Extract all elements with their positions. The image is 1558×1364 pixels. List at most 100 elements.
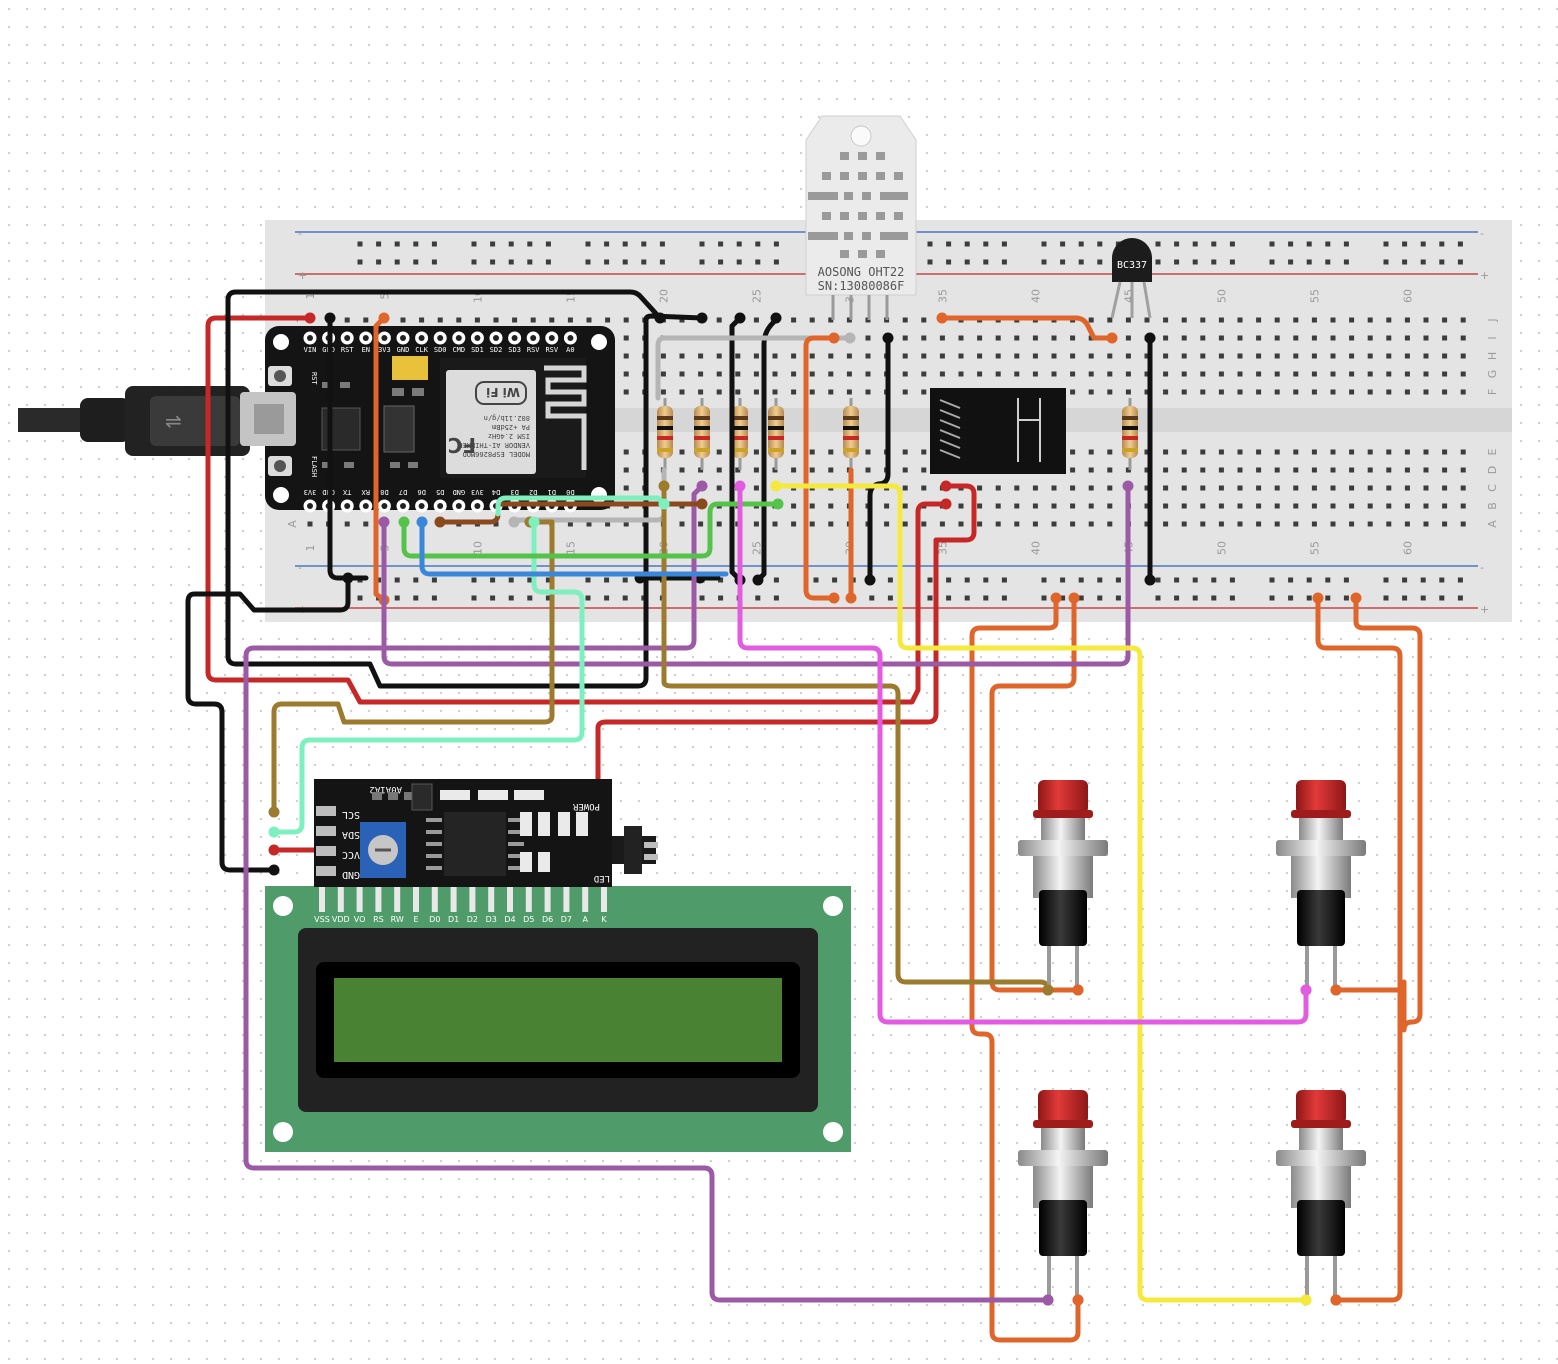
- rail-hole: [413, 241, 419, 247]
- rail-hole: [887, 577, 893, 583]
- wire-endpoint: [658, 480, 670, 492]
- breadboard-hole: [921, 371, 927, 377]
- breadboard-hole: [1404, 389, 1410, 395]
- rail-hole: [1174, 241, 1180, 247]
- breadboard-hole: [921, 353, 927, 359]
- rail-hole: [1155, 595, 1161, 601]
- row-letter: A: [286, 520, 299, 528]
- lcd-pin-label: D0: [429, 915, 440, 924]
- breadboard-hole: [716, 371, 722, 377]
- breadboard-hole: [1144, 389, 1150, 395]
- breadboard-hole: [344, 317, 350, 323]
- breadboard-hole: [828, 467, 834, 473]
- breadboard-hole: [549, 317, 555, 323]
- breadboard-hole: [1274, 467, 1280, 473]
- push-button[interactable]: [1018, 1090, 1108, 1296]
- led-label: LED: [594, 873, 610, 883]
- nodemcu-pin-label: 3V3: [304, 488, 317, 496]
- breadboard-hole: [1014, 503, 1020, 509]
- rail-hole: [527, 577, 533, 583]
- wire-endpoint: [1300, 1294, 1312, 1306]
- breadboard-hole: [1163, 485, 1169, 491]
- breadboard-hole: [939, 335, 945, 341]
- breadboard-hole: [1367, 503, 1373, 509]
- wire-endpoint: [378, 312, 390, 324]
- breadboard-hole: [437, 317, 443, 323]
- resistor: [732, 398, 748, 470]
- breadboard-hole: [1088, 335, 1094, 341]
- push-button[interactable]: [1276, 780, 1366, 986]
- breadboard-hole: [828, 503, 834, 509]
- wire-orange: [803, 335, 837, 601]
- wire-orange: [989, 595, 1081, 993]
- rail-hole: [413, 595, 419, 601]
- wire-mint: [495, 495, 667, 517]
- breadboard-hole: [1088, 317, 1094, 323]
- nodemcu-pin-label: CMD: [452, 346, 465, 354]
- power-label: POWER: [572, 801, 600, 811]
- rail-hole: [1229, 577, 1235, 583]
- breadboard-hole: [1386, 485, 1392, 491]
- rail-hole: [1288, 577, 1294, 583]
- row-letter: H: [1486, 352, 1499, 360]
- breadboard-hole: [902, 371, 908, 377]
- breadboard-hole: [679, 371, 685, 377]
- wire-endpoint: [940, 498, 952, 510]
- breadboard-hole: [1460, 485, 1466, 491]
- rail-hole: [718, 577, 724, 583]
- rail-hole: [1457, 595, 1463, 601]
- breadboard-hole: [1218, 389, 1224, 395]
- nodemcu-pin-label: D3: [510, 488, 518, 496]
- breadboard-hole: [1256, 503, 1262, 509]
- breadboard-hole: [1125, 317, 1131, 323]
- lcd-pin-label: A: [582, 915, 588, 924]
- breadboard-hole: [1330, 353, 1336, 359]
- breadboard-hole: [1349, 503, 1355, 509]
- breadboard-hole: [456, 317, 462, 323]
- breadboard-hole: [1293, 317, 1299, 323]
- breadboard-hole: [1218, 449, 1224, 455]
- nodemcu-pin-label: D6: [417, 488, 425, 496]
- rail-hole: [946, 577, 952, 583]
- column-number: 50: [1215, 289, 1228, 303]
- rail-hole: [1325, 595, 1331, 601]
- breadboard-hole: [1349, 485, 1355, 491]
- rail-hole: [585, 241, 591, 247]
- rail-hole: [1420, 241, 1426, 247]
- wire-blue: [419, 519, 729, 577]
- lcd-pin-label: VO: [354, 915, 366, 924]
- breadboard-hole: [698, 521, 704, 527]
- rail-hole: [1383, 259, 1389, 265]
- breadboard-hole: [921, 485, 927, 491]
- breadboard-hole: [1256, 371, 1262, 377]
- breadboard-hole: [716, 353, 722, 359]
- push-button[interactable]: [1018, 780, 1108, 986]
- breadboard-hole: [493, 521, 499, 527]
- rail-hole: [983, 595, 989, 601]
- breadboard-hole: [1088, 353, 1094, 359]
- breadboard-hole: [828, 389, 834, 395]
- breadboard-hole: [1051, 371, 1057, 377]
- rail-hole: [1402, 259, 1408, 265]
- breadboard-hole: [809, 389, 815, 395]
- breadboard-hole: [791, 467, 797, 473]
- i2c-pin-label: GND: [342, 869, 360, 880]
- column-number: 60: [1401, 289, 1414, 303]
- breadboard-hole: [1256, 521, 1262, 527]
- rail-hole: [1383, 577, 1389, 583]
- breadboard-hole: [1274, 449, 1280, 455]
- breadboard-hole: [865, 335, 871, 341]
- rail-hole: [545, 259, 551, 265]
- push-button[interactable]: [1276, 1090, 1366, 1296]
- rail-hole: [1288, 241, 1294, 247]
- breadboard-hole: [1181, 353, 1187, 359]
- row-letter: J: [1486, 318, 1499, 322]
- module-text-line: MODEL ESP8266MOD: [463, 450, 530, 458]
- column-number: 25: [750, 541, 763, 555]
- column-number: 35: [936, 541, 949, 555]
- lcd-pin-label: VSS: [314, 915, 330, 924]
- rail-hole: [1192, 595, 1198, 601]
- breadboard-hole: [1311, 335, 1317, 341]
- breadboard-hole: [977, 503, 983, 509]
- breadboard-hole: [1107, 485, 1113, 491]
